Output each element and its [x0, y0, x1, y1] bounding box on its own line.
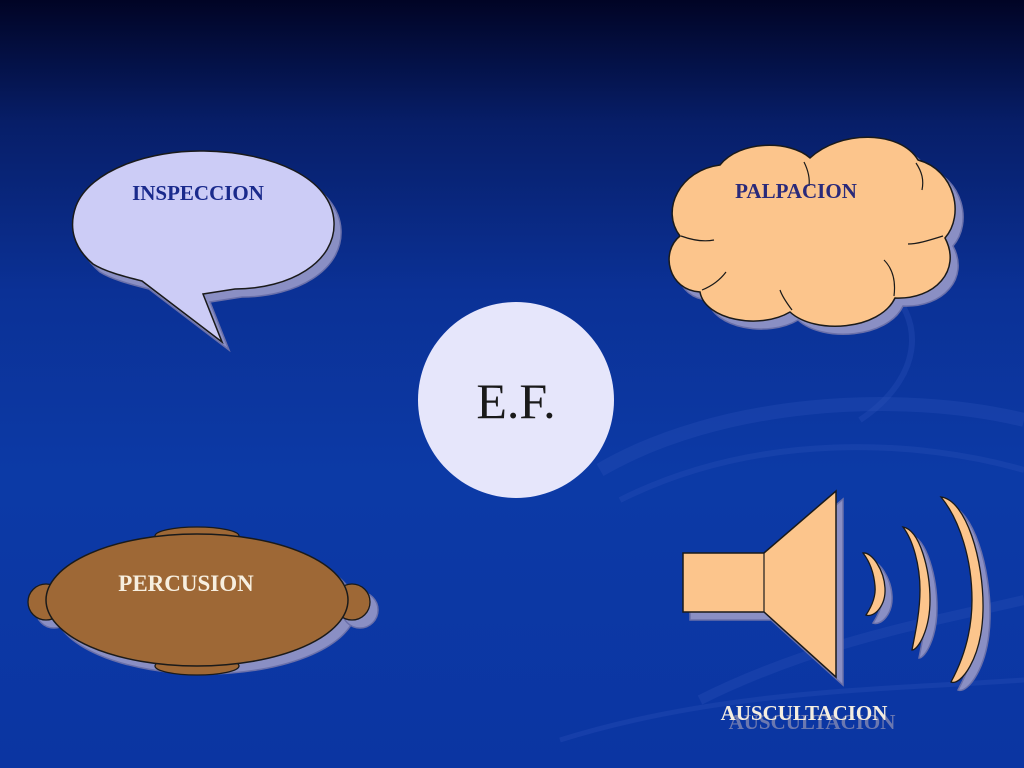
auscultacion-label-reflection: AUSCULTACION — [729, 710, 896, 734]
sound-wave-small-icon — [861, 552, 886, 617]
sound-wave-large-icon — [939, 496, 984, 683]
speaker-body — [682, 489, 837, 679]
auscultacion-label: AUSCULTACION — [721, 701, 888, 725]
sound-wave-medium-icon — [901, 526, 931, 651]
auscultacion-speaker — [682, 489, 991, 692]
center-label: E.F. — [476, 373, 555, 429]
center-circle: E.F. — [418, 302, 614, 498]
percusion-drum: PERCUSION — [27, 526, 379, 676]
auscultacion-caption: AUSCULTACION AUSCULTACION — [721, 701, 896, 734]
drum-body — [45, 533, 349, 667]
inspeccion-speech-bubble: INSPECCION — [71, 150, 342, 353]
palpacion-label: PALPACION — [735, 179, 857, 203]
palpacion-cloud: PALPACION — [668, 136, 964, 335]
percusion-label: PERCUSION — [118, 571, 254, 596]
inspeccion-label: INSPECCION — [132, 181, 264, 205]
